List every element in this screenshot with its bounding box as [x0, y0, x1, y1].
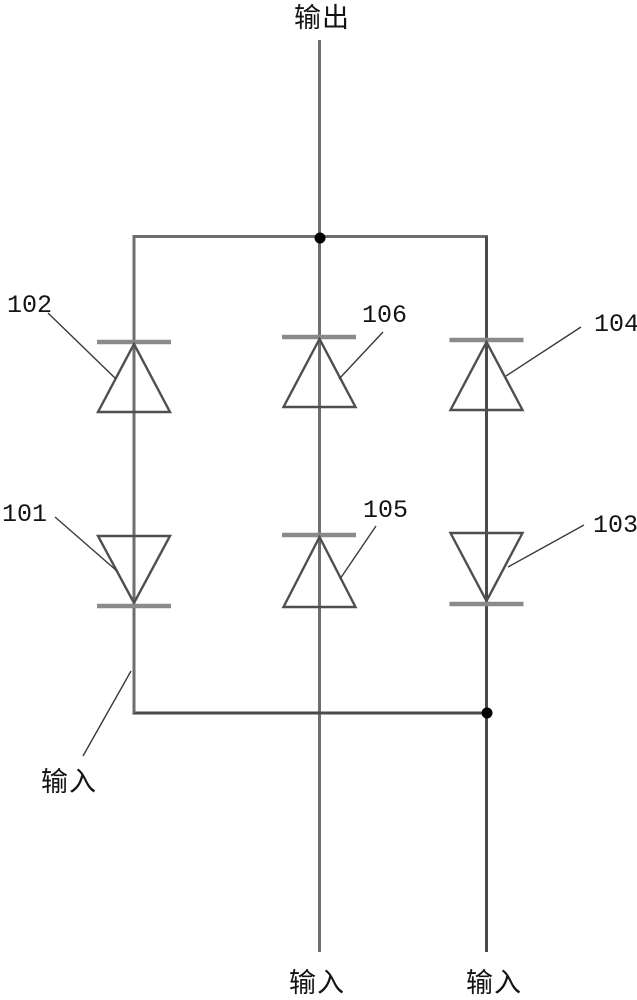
diode-103-triangle	[448, 531, 525, 604]
wires	[132, 40, 488, 952]
diode-106	[281, 334, 358, 409]
diode-102-triangle	[96, 341, 172, 414]
output-terminal-label: 输出	[294, 3, 350, 34]
diode-101-ref-label: 101	[2, 500, 47, 529]
diode-104-ref-label: 104	[594, 310, 637, 339]
junction-dot-bottom	[481, 707, 493, 719]
leader-102	[47, 312, 117, 380]
leader-input-left	[82, 670, 132, 757]
diode-103-ref-label: 103	[593, 511, 637, 540]
input-left-terminal-label: 输入	[41, 767, 97, 798]
diode-104	[448, 337, 525, 412]
input-center-terminal-label: 输入	[289, 968, 345, 999]
input-right-terminal-label: 输入	[466, 968, 522, 999]
diode-104-triangle	[448, 339, 525, 412]
leader-106	[338, 331, 384, 380]
junction-dot-top	[314, 232, 326, 244]
diode-106-triangle	[281, 336, 358, 409]
leader-103	[507, 524, 585, 568]
diode-105-triangle	[281, 534, 358, 609]
leader-101	[54, 516, 118, 572]
diode-102-ref-label: 102	[7, 291, 52, 320]
leader-104	[505, 326, 582, 377]
diode-106-ref-label: 106	[362, 301, 407, 330]
diode-102	[96, 339, 172, 414]
diode-105	[281, 532, 358, 609]
leader-105	[339, 525, 377, 580]
leader-lines	[47, 312, 585, 757]
diode-103	[448, 531, 525, 607]
diode-105-ref-label: 105	[363, 496, 408, 525]
